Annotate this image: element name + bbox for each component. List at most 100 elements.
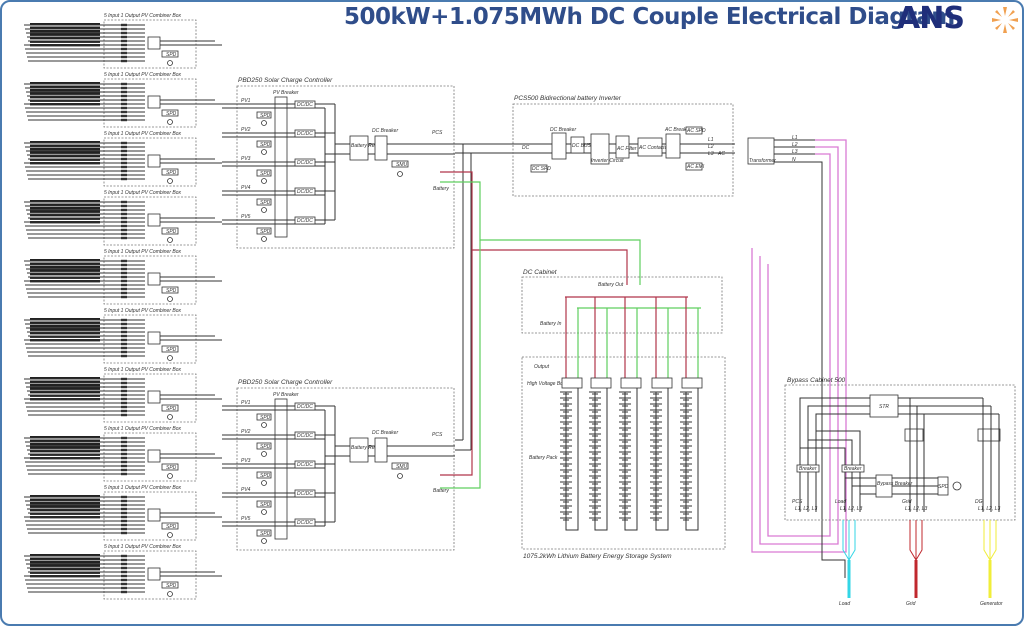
fuse — [121, 51, 127, 55]
combiner-spd — [161, 168, 179, 176]
svg-text:Grid: Grid — [902, 499, 912, 505]
pv-panel-row — [30, 512, 100, 515]
fuse — [121, 507, 127, 511]
fuse — [121, 90, 127, 94]
pv-panel-row — [30, 203, 100, 206]
fuse — [121, 263, 127, 267]
fuse — [121, 287, 127, 291]
fuse — [121, 440, 127, 444]
ground-icon — [261, 451, 267, 457]
fuse — [121, 578, 127, 582]
fuse — [121, 350, 127, 354]
fuse — [121, 338, 127, 342]
svg-text:N: N — [792, 157, 796, 163]
pv-input-label: PV4 — [241, 487, 251, 493]
svg-text:L1, L2, L3: L1, L2, L3 — [795, 506, 817, 512]
pv-input-label: PV4 — [241, 185, 251, 191]
svg-text:1075.2kWh Lithium Battery Ener: 1075.2kWh Lithium Battery Energy Storage… — [523, 553, 672, 560]
dcdc-converter — [294, 216, 316, 225]
fuse — [121, 436, 127, 440]
pv-panel-row — [30, 335, 100, 338]
pv-panel-row — [30, 498, 100, 501]
pv-panel-row — [30, 568, 100, 571]
svg-text:DC SPD: DC SPD — [532, 166, 551, 172]
fuse — [121, 114, 127, 118]
pv-panel-row — [30, 276, 100, 279]
combiner-switch — [147, 36, 161, 50]
fuse — [121, 236, 127, 240]
transformer — [747, 137, 775, 165]
combiner-box-frame — [103, 491, 197, 541]
smu-label: SMU — [396, 162, 408, 168]
combiner-box-frame — [103, 19, 197, 69]
fuse — [121, 259, 127, 263]
svg-text:L2: L2 — [792, 142, 798, 148]
spd-label: SPD — [166, 229, 177, 235]
battery-relay-label: Battery Relay — [351, 143, 382, 149]
svg-text:L2: L2 — [708, 144, 714, 150]
phase-wire — [989, 520, 997, 561]
fuse — [121, 472, 127, 476]
pv-panel-row — [30, 436, 100, 439]
pv-panel-row — [30, 148, 100, 151]
svg-text:L3: L3 — [708, 151, 714, 157]
fuse — [121, 110, 127, 114]
fuse — [121, 405, 127, 409]
pv-panel-row — [30, 85, 100, 88]
pv-panel-row — [30, 92, 100, 95]
smu — [391, 462, 409, 470]
pv-panel-row — [30, 23, 100, 26]
svg-text:Load: Load — [835, 499, 846, 505]
svg-text:DG: DG — [975, 499, 983, 505]
fuse — [121, 102, 127, 106]
ground-icon — [261, 538, 267, 544]
high-voltage-box — [620, 377, 642, 389]
pv-panel-row — [30, 561, 100, 564]
pv-input-label: PV1 — [241, 98, 251, 104]
fuse — [121, 531, 127, 535]
pv-panel-row — [30, 557, 100, 560]
fuse — [121, 31, 127, 35]
inverter-circuit — [590, 133, 610, 165]
dc-spd — [530, 164, 548, 173]
rack-wire — [594, 388, 608, 531]
inverter-box — [512, 103, 734, 197]
pv-breaker — [274, 398, 288, 540]
fuse — [121, 495, 127, 499]
fuse — [121, 98, 127, 102]
combiner-spd — [161, 404, 179, 412]
ground-icon — [167, 60, 173, 66]
fuse — [121, 200, 127, 204]
fuse — [121, 43, 127, 47]
battery-racks — [560, 297, 703, 531]
svg-text:L1, L2, L3: L1, L2, L3 — [840, 506, 862, 512]
bypass-spd — [937, 476, 949, 496]
bypass-cabinet-box — [784, 384, 1016, 521]
combiner-spd — [161, 581, 179, 589]
svg-text:L1, L2, L3: L1, L2, L3 — [905, 506, 927, 512]
ground-icon — [952, 481, 962, 491]
spd-label: SPD — [260, 415, 271, 421]
pv-panel-row — [30, 158, 100, 161]
ground-icon — [167, 237, 173, 243]
fuse — [121, 354, 127, 358]
fuse — [121, 586, 127, 590]
fuse — [121, 456, 127, 460]
fuse — [121, 267, 127, 271]
svg-text:Battery In: Battery In — [540, 321, 562, 327]
combiner-box-frame — [103, 314, 197, 364]
fuse — [121, 503, 127, 507]
output-cable: Load — [839, 520, 856, 607]
battery-rack — [560, 297, 583, 531]
pv-panel-row — [30, 82, 100, 85]
fuse — [121, 55, 127, 59]
pv-panel-row — [30, 571, 100, 574]
fuse — [121, 499, 127, 503]
fuse — [121, 35, 127, 39]
dcdc-converter — [294, 402, 316, 411]
dcdc-converter — [294, 100, 316, 109]
